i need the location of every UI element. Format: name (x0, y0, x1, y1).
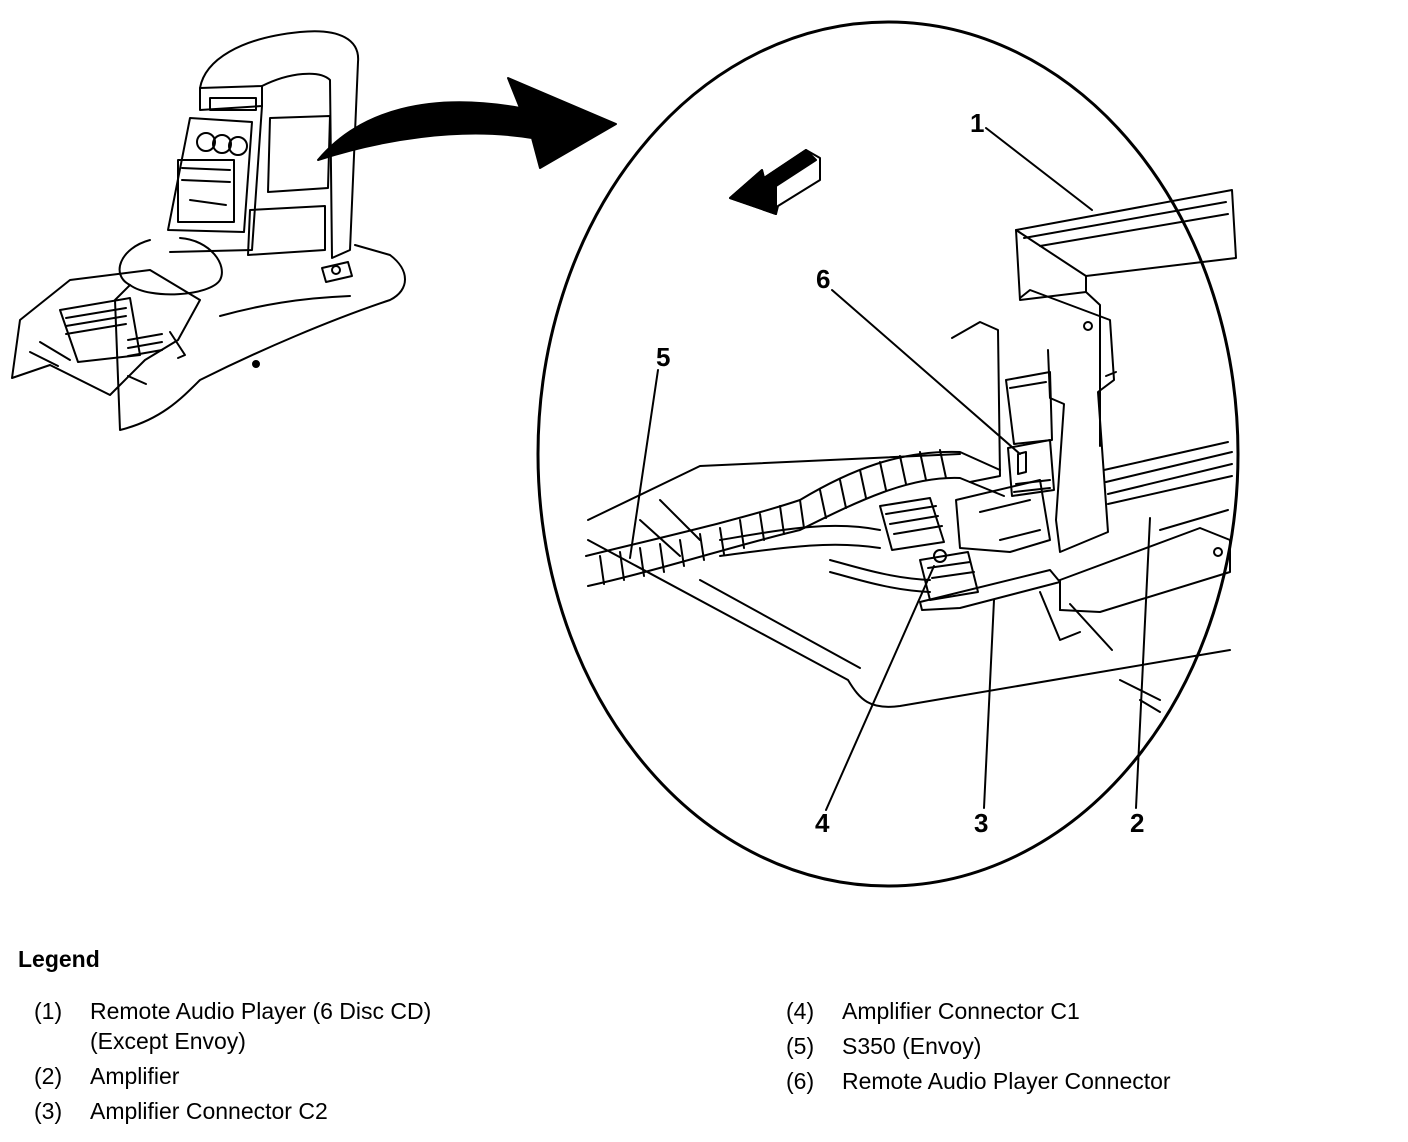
legend-number: (5) (786, 1033, 815, 1059)
mounting-bracket (951, 289, 1117, 553)
legend-description: Remote Audio Player Connector (842, 1066, 1386, 1096)
legend-title: Legend (18, 946, 100, 972)
legend-number: (3) (34, 1098, 63, 1124)
legend-number: (2) (34, 1063, 63, 1089)
legend-line: Amplifier (90, 1063, 180, 1089)
legend-item-2: (2) Amplifier (34, 1061, 674, 1091)
wiring-harness-shape (585, 449, 1005, 593)
legend-number: (6) (786, 1068, 815, 1094)
remote-audio-player-shape (1015, 189, 1237, 447)
legend-item-3: (3) Amplifier Connector C2 (34, 1096, 674, 1126)
amp-connector-c2-shape (919, 479, 1061, 611)
legend-line: Amplifier Connector C1 (842, 998, 1080, 1024)
legend-left-column: (1) Remote Audio Player (6 Disc CD) (Exc… (34, 996, 674, 1131)
legend-right-column: (4) Amplifier Connector C1 (5) S350 (Env… (786, 996, 1386, 1101)
detail-view (536, 20, 1240, 888)
legend-item-1: (1) Remote Audio Player (6 Disc CD) (Exc… (34, 996, 674, 1056)
legend-line: (Except Envoy) (90, 1028, 246, 1054)
console-overview (11, 30, 406, 431)
floor-panel (587, 453, 1231, 713)
legend-description: Remote Audio Player (6 Disc CD) (Except … (90, 996, 674, 1056)
legend-item-4: (4) Amplifier Connector C1 (786, 996, 1386, 1026)
legend-item-5: (5) S350 (Envoy) (786, 1031, 1386, 1061)
legend-description: Amplifier (90, 1061, 674, 1091)
callout-3: 3 (974, 808, 988, 838)
callout-labels: 1 6 5 4 3 2 (656, 108, 1144, 838)
forward-arrow (729, 149, 821, 215)
zoom-arrow (317, 77, 617, 169)
legend-number: (4) (786, 998, 815, 1024)
legend-line: Remote Audio Player (6 Disc CD) (90, 998, 432, 1024)
amp-connector-c1-shape (879, 497, 945, 551)
legend-description: Amplifier Connector C1 (842, 996, 1386, 1026)
leader-lines (629, 127, 1151, 811)
callout-5: 5 (656, 342, 670, 372)
legend-number: (1) (34, 998, 63, 1024)
amplifier-shape (1039, 441, 1233, 651)
legend-description: S350 (Envoy) (842, 1031, 1386, 1061)
legend-line: S350 (Envoy) (842, 1033, 982, 1059)
installation-illustration: 1 6 5 4 3 2 (11, 20, 1240, 888)
callout-4: 4 (815, 808, 830, 838)
callout-6: 6 (816, 264, 830, 294)
legend-line: Remote Audio Player Connector (842, 1068, 1171, 1094)
callout-1: 1 (970, 108, 984, 138)
legend-description: Amplifier Connector C2 (90, 1096, 674, 1126)
legend-line: Amplifier Connector C2 (90, 1098, 328, 1124)
legend-item-6: (6) Remote Audio Player Connector (786, 1066, 1386, 1096)
callout-2: 2 (1130, 808, 1144, 838)
